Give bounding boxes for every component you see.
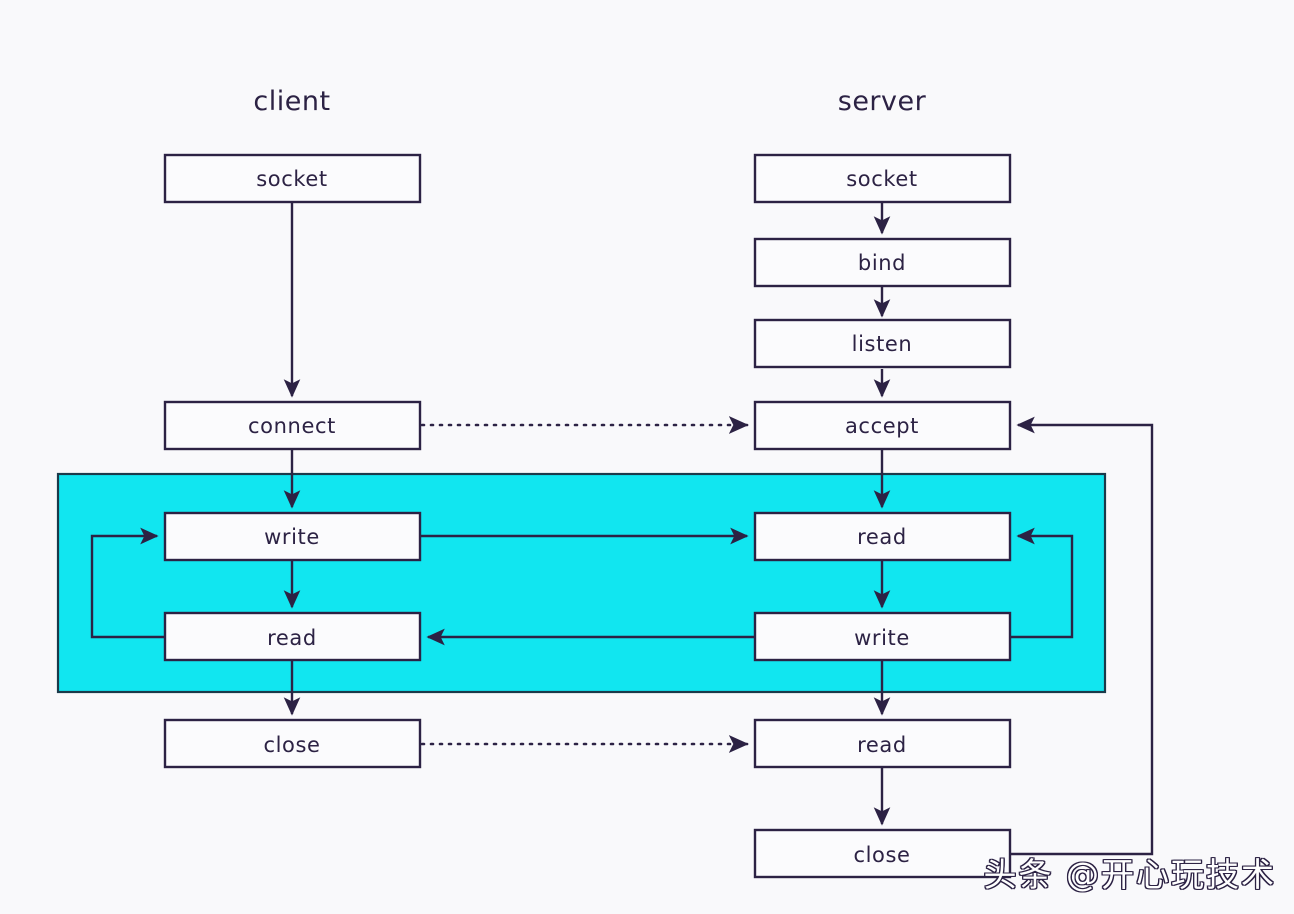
client-read-label: read xyxy=(267,626,317,650)
server-node-write[interactable]: write xyxy=(753,611,1012,662)
client-write-box[interactable] xyxy=(163,511,422,562)
server-node-read[interactable]: read xyxy=(753,511,1012,562)
server-node-close[interactable]: close xyxy=(753,828,1012,879)
server-close-box[interactable] xyxy=(753,828,1012,879)
edge-client-read-back-to-write-loop xyxy=(90,527,165,639)
server-read-label: read xyxy=(857,525,907,549)
server-close-label: close xyxy=(853,843,910,867)
client-column-title: client xyxy=(253,86,330,117)
server-write-box[interactable] xyxy=(753,611,1012,662)
client-node-connect[interactable]: connect xyxy=(163,400,422,451)
client-socket-box[interactable] xyxy=(163,153,422,204)
server-accept-box[interactable] xyxy=(753,400,1012,451)
server-read2-box[interactable] xyxy=(753,718,1012,769)
edge-server-close-back-to-accept xyxy=(1010,416,1154,856)
server-socket-box[interactable] xyxy=(753,153,1012,204)
edge-server-write-back-to-read-loop xyxy=(1010,527,1074,639)
client-socket-label: socket xyxy=(256,167,328,191)
client-node-close[interactable]: close xyxy=(163,718,422,769)
client-write-label: write xyxy=(264,525,320,549)
server-read2-label: read xyxy=(857,733,907,757)
client-connect-label: connect xyxy=(248,414,336,438)
client-node-read[interactable]: read xyxy=(163,611,422,662)
server-read-box[interactable] xyxy=(753,511,1012,562)
server-node-read2[interactable]: read xyxy=(753,718,1012,769)
server-accept-label: accept xyxy=(845,414,919,438)
server-node-socket[interactable]: socket xyxy=(753,153,1012,204)
client-close-box[interactable] xyxy=(163,718,422,769)
server-bind-label: bind xyxy=(858,251,906,275)
server-bind-box[interactable] xyxy=(753,237,1012,288)
server-node-listen[interactable]: listen xyxy=(753,318,1012,369)
server-listen-box[interactable] xyxy=(753,318,1012,369)
server-write-label: write xyxy=(854,626,910,650)
server-node-bind[interactable]: bind xyxy=(753,237,1012,288)
server-socket-label: socket xyxy=(846,167,918,191)
server-node-accept[interactable]: accept xyxy=(753,400,1012,451)
client-node-socket[interactable]: socket xyxy=(163,153,422,204)
client-node-write[interactable]: write xyxy=(163,511,422,562)
client-connect-box[interactable] xyxy=(163,400,422,451)
client-read-box[interactable] xyxy=(163,611,422,662)
client-close-label: close xyxy=(263,733,320,757)
server-column-title: server xyxy=(838,86,927,117)
server-listen-label: listen xyxy=(852,332,913,356)
